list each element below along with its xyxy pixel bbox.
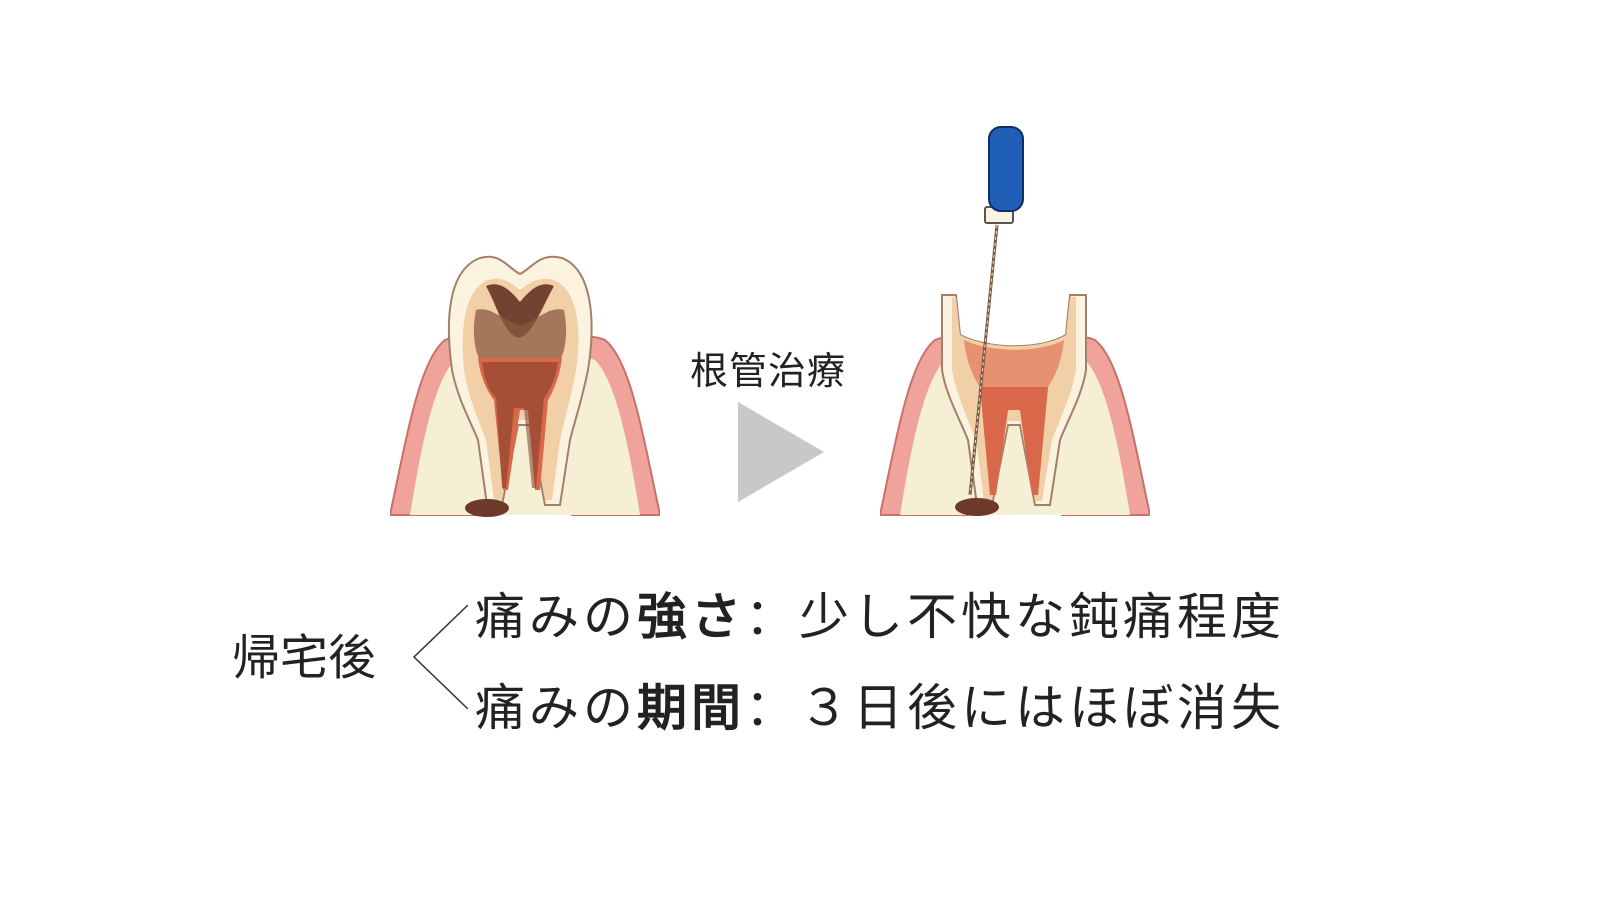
line-keyword: 期間 (637, 679, 745, 737)
line-value: ３日後にはほぼ消失 (799, 679, 1285, 737)
root-canal-tooth-illustration (880, 126, 1150, 516)
line-value: 少し不快な鈍痛程度 (799, 588, 1285, 646)
right-triangle-arrow-icon (738, 402, 824, 502)
line-separator: ： (745, 588, 799, 646)
pain-intensity-line: 痛みの強さ：少し不快な鈍痛程度 (475, 577, 1285, 649)
root-canal-treatment-label: 根管治療 (690, 349, 847, 393)
line-keyword: 強さ (637, 588, 745, 646)
line-separator: ： (745, 679, 799, 737)
decayed-tooth-illustration (390, 255, 660, 517)
line-prefix: 痛みの (475, 588, 637, 646)
after-returning-home-label: 帰宅後 (232, 630, 377, 686)
pain-duration-line: 痛みの期間：３日後にはほぼ消失 (475, 668, 1285, 740)
line-prefix: 痛みの (475, 679, 637, 737)
bracket-connector (412, 605, 468, 709)
